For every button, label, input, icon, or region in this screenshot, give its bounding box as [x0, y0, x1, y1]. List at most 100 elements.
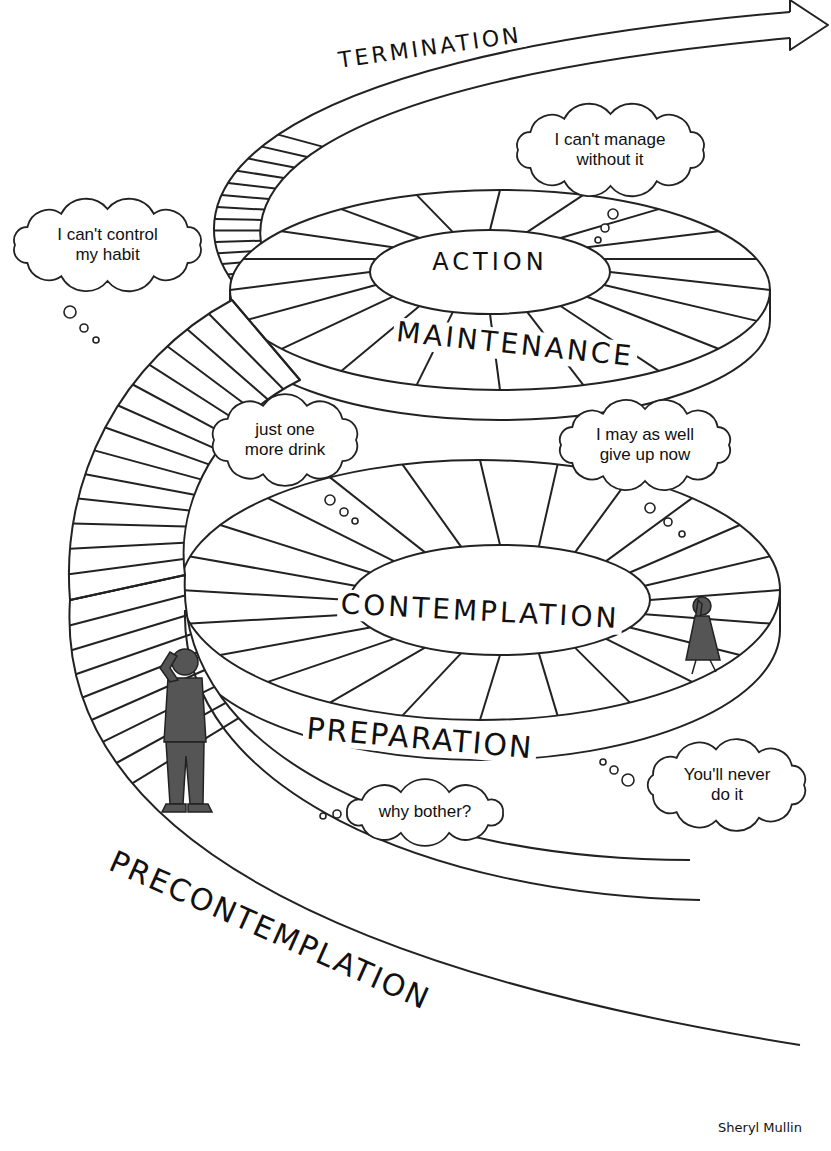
- stair-step: [606, 639, 692, 682]
- thought-trail-dot: [80, 324, 88, 332]
- stair-step: [490, 190, 500, 230]
- stair-step: [73, 523, 186, 526]
- stair-step: [278, 135, 322, 147]
- man-figure: [160, 649, 212, 812]
- thought-trail-dot: [679, 531, 685, 537]
- thought-trail-dot: [595, 237, 601, 243]
- stair-step: [610, 272, 770, 290]
- cloud-shape: [347, 779, 503, 846]
- thought-text: I may as well give up now: [591, 425, 699, 466]
- stair-step: [78, 499, 189, 511]
- stair-step: [94, 450, 201, 479]
- stair-step: [230, 272, 370, 290]
- ring-inner-edge: [370, 230, 610, 314]
- dress: [686, 616, 720, 660]
- thought-text: why bother?: [375, 802, 475, 822]
- stair-step: [180, 590, 350, 600]
- thought-trail-dot: [325, 495, 335, 505]
- stair-step: [282, 231, 393, 247]
- ring-outer-edge: [180, 460, 780, 720]
- stair-step: [220, 628, 370, 656]
- stair-step: [248, 159, 294, 168]
- thought-text: I can't manage without it: [550, 130, 670, 171]
- stair-step: [214, 229, 260, 231]
- stair-step: [575, 648, 630, 703]
- stair-step: [217, 207, 264, 210]
- ramp-face-edge: [185, 610, 700, 900]
- stair-step: [630, 525, 740, 573]
- thought-trail-dot: [340, 508, 348, 516]
- legs: [166, 742, 204, 804]
- thought-trail-dot: [600, 759, 606, 765]
- stair-step: [209, 314, 284, 389]
- woman-figure: [686, 597, 720, 674]
- feet: [162, 804, 212, 812]
- thought-trail-dot: [664, 518, 672, 526]
- stair-step: [72, 615, 188, 650]
- thought-trail-dot: [333, 810, 341, 818]
- thought-trail-dot: [352, 518, 358, 524]
- stair-step: [268, 498, 394, 561]
- thought-trail-dot: [601, 224, 609, 232]
- stair-step: [222, 195, 270, 199]
- stair-step: [232, 300, 300, 380]
- stair-step: [650, 590, 780, 600]
- thought-trail-dot: [64, 306, 76, 318]
- stair-step: [341, 209, 419, 238]
- thought-cloud: just one more drink: [203, 393, 367, 487]
- stair-step: [402, 653, 461, 716]
- stair-step: [215, 219, 262, 220]
- stair-step: [402, 464, 461, 547]
- stair-step: [220, 525, 370, 573]
- stair-step: [105, 428, 209, 465]
- thought-cloud: I may as well give up now: [550, 398, 740, 492]
- stage-name: ACTION: [429, 249, 550, 275]
- head: [172, 649, 198, 675]
- stair-step: [604, 258, 757, 260]
- thought-trail-dot: [610, 766, 618, 774]
- stair-step: [228, 183, 275, 189]
- stair-step: [243, 258, 376, 260]
- stair-step: [118, 406, 218, 450]
- stair-step: [69, 559, 184, 574]
- thought-trail-dot: [608, 209, 618, 219]
- bottom-ramp-edge: [185, 575, 690, 860]
- signature: Sheryl Mullin: [715, 1121, 805, 1135]
- stair-step: [630, 628, 740, 656]
- cloud-shape: [560, 400, 730, 490]
- stair-step: [561, 209, 659, 238]
- thought-text: I can't control my habit: [48, 225, 168, 266]
- stair-step: [587, 231, 718, 247]
- thought-cloud: You'll never do it: [639, 738, 815, 832]
- thought-trail-dot: [622, 774, 634, 786]
- raised-arm: [160, 652, 178, 682]
- legs: [692, 660, 716, 674]
- stair-step: [539, 653, 558, 716]
- stair-step: [70, 543, 184, 549]
- torso: [164, 678, 206, 742]
- stair-step: [417, 195, 453, 232]
- thought-trail-dot: [645, 503, 655, 513]
- stair-step: [330, 477, 425, 552]
- line-art: [64, 0, 828, 1045]
- stair-step: [480, 655, 500, 720]
- thought-cloud: I can't manage without it: [507, 103, 714, 197]
- stair-step: [282, 297, 393, 349]
- stair-step: [187, 329, 268, 399]
- cloud-shape: [517, 104, 704, 196]
- thought-trail-dot: [320, 813, 326, 819]
- stair-step: [167, 346, 253, 411]
- stair-step: [645, 556, 770, 585]
- stair-step: [149, 365, 240, 423]
- stair-step: [262, 147, 308, 157]
- stair-step: [237, 171, 284, 178]
- cloud-shape: [14, 199, 201, 291]
- stair-step: [539, 464, 558, 547]
- stair-step: [85, 474, 194, 495]
- stair-step: [70, 575, 185, 600]
- thought-cloud: I can't control my habit: [4, 198, 211, 292]
- stair-step: [604, 285, 757, 321]
- cloud-shape: [648, 739, 805, 831]
- stair-step: [190, 614, 355, 623]
- arrow-head: [790, 0, 828, 50]
